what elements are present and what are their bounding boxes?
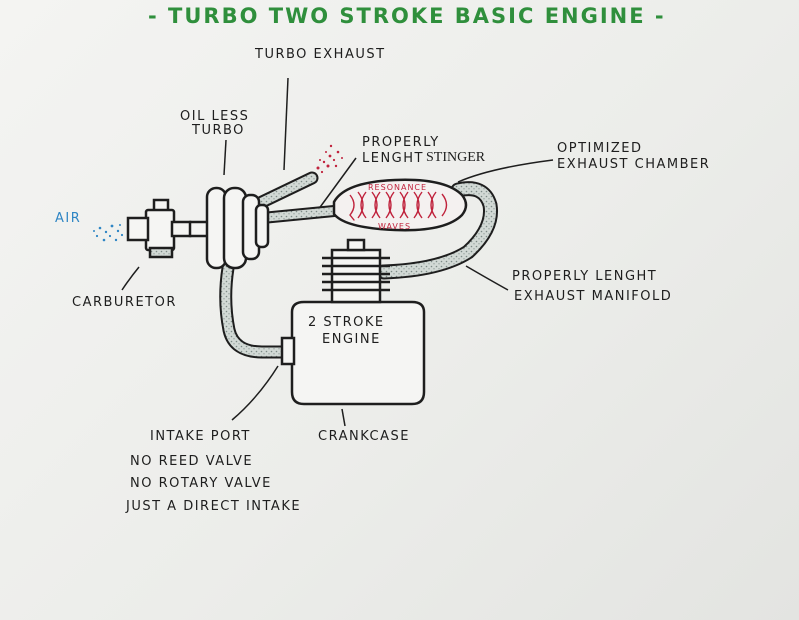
carburetor-unit — [126, 198, 192, 259]
label-optimized: OPTIMIZED — [557, 141, 643, 156]
leader-stinger — [317, 157, 357, 211]
label-exhaust-chamber: EXHAUST CHAMBER — [557, 157, 711, 172]
label-turbo: TURBO — [192, 123, 245, 138]
label-air: AIR — [55, 211, 82, 226]
leader-crankcase — [341, 408, 346, 427]
label-oil-less: OIL LESS — [180, 109, 250, 124]
leader-oil-less-turbo — [223, 139, 227, 176]
label-waves: WAVES — [378, 222, 412, 231]
stinger-pipe-fill — [258, 207, 338, 222]
turbo-exhaust-pipe-fill — [257, 173, 317, 207]
diagram-title: - TURBO TWO STROKE BASIC ENGINE - — [148, 4, 666, 28]
exhaust-spray — [316, 144, 343, 174]
exhaust-manifold-fill — [378, 183, 497, 278]
label-crankcase: CRANKCASE — [318, 429, 410, 444]
leader-turbo-exhaust — [283, 77, 289, 171]
label-properly: PROPERLY — [362, 135, 440, 150]
label-intake-port: INTAKE PORT — [150, 429, 251, 444]
label-lenght: LENGHT — [362, 151, 424, 166]
label-engine-line1: 2 STROKE — [308, 315, 385, 330]
leader-lines — [121, 77, 554, 427]
label-carburetor: CARBURETOR — [72, 295, 177, 310]
label-manifold-line2: EXHAUST MANIFOLD — [514, 289, 673, 304]
label-turbo-exhaust: TURBO EXHAUST — [255, 47, 386, 62]
label-no-reed-valve: NO REED VALVE — [130, 454, 254, 469]
label-direct-intake: JUST A DIRECT INTAKE — [126, 499, 302, 514]
air-spray — [93, 224, 124, 242]
leader-manifold — [465, 265, 509, 291]
resonance-waves — [349, 191, 448, 221]
leader-intake-port — [231, 365, 279, 421]
label-no-rotary-valve: NO ROTARY VALVE — [130, 476, 272, 491]
leader-exhaust-chamber — [457, 159, 554, 183]
label-resonance: RESONANCE — [368, 183, 428, 192]
leader-carburetor — [121, 266, 140, 291]
label-engine-line2: ENGINE — [322, 332, 381, 347]
expansion-chamber — [332, 178, 468, 232]
intake-pipe-fill — [221, 263, 293, 357]
cylinder-fins — [322, 238, 390, 304]
label-stinger: STINGER — [426, 150, 486, 165]
engine-unit — [280, 238, 426, 406]
turbo-unit — [184, 186, 270, 270]
label-manifold-line1: PROPERLY LENGHT — [512, 269, 658, 284]
